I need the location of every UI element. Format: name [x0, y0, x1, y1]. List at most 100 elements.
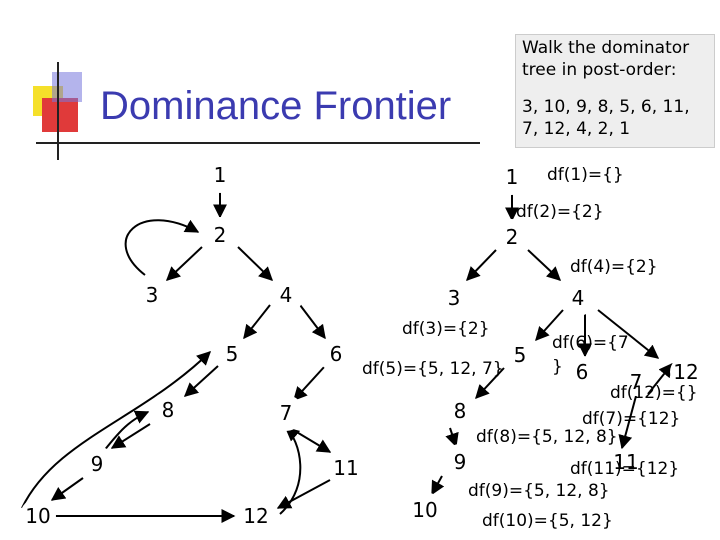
- df-label-1: df(1)={}: [547, 165, 624, 185]
- cfg-edge-10-5: [21, 351, 212, 509]
- svg-text:2: 2: [506, 225, 519, 249]
- dom-node-1: 1: [494, 159, 530, 195]
- df-label-2: df(2)={2}: [516, 202, 604, 222]
- svg-text:1: 1: [214, 163, 227, 187]
- dom-edge-9-10: [431, 475, 445, 496]
- dom-node-4: 4: [560, 280, 596, 316]
- svg-text:6: 6: [576, 360, 589, 384]
- note-line-1: Walk the dominator: [522, 38, 689, 58]
- dom-node-9: 9: [442, 444, 478, 480]
- dom-node-5: 5: [502, 337, 538, 373]
- cfg-nodes: 1 2 3 4 5 6 7 8 9 10 11 12: [20, 157, 364, 534]
- svg-text:11: 11: [333, 456, 358, 480]
- dom-node-12: 12: [670, 356, 702, 388]
- svg-text:4: 4: [280, 283, 293, 307]
- df-label-7: df(7)={12}: [582, 409, 680, 429]
- dom-edge-8-9: [445, 427, 459, 448]
- cfg-edge-9-10: [50, 477, 84, 501]
- svg-text:9: 9: [454, 450, 467, 474]
- dom-tree-nodes: 1 2 3 4 5 6 7 8 9 10 11 12: [407, 159, 702, 528]
- cfg-edges: [21, 192, 332, 523]
- cfg-edge-3-2: [124, 219, 200, 276]
- cfg-node-1: 1: [202, 157, 238, 193]
- df-label-6: df(6)={7: [552, 333, 629, 353]
- dom-edge-7-12: [647, 362, 673, 395]
- cfg-node-4: 4: [268, 277, 304, 313]
- note-line-2: tree in post-order:: [522, 60, 676, 80]
- svg-text:11: 11: [613, 450, 638, 474]
- df-label-5: df(5)={5, 12, 7}: [362, 359, 504, 379]
- dom-node-10: 10: [407, 492, 443, 528]
- svg-text:12: 12: [243, 504, 268, 528]
- cfg-node-11: 11: [328, 450, 364, 486]
- cfg-node-12: 12: [238, 498, 274, 534]
- svg-text:10: 10: [25, 504, 50, 528]
- dom-node-3: 3: [436, 280, 472, 316]
- svg-text:3: 3: [448, 286, 461, 310]
- dom-node-6: 6: [566, 356, 598, 388]
- svg-text:1: 1: [506, 165, 519, 189]
- dom-edge-5-8: [475, 367, 505, 400]
- title-decoration: [33, 62, 480, 160]
- dom-edge-4-7: [597, 309, 660, 359]
- note-line-4: 7, 12, 4, 2, 1: [522, 119, 630, 139]
- dom-edge-7-11: [618, 395, 637, 450]
- cfg-edge-12-7: [279, 427, 302, 515]
- cfg-node-5: 5: [214, 336, 250, 372]
- cfg-node-7: 7: [268, 395, 304, 431]
- svg-text:2: 2: [214, 223, 227, 247]
- cfg-node-9: 9: [79, 446, 115, 482]
- df-label-4: df(4)={2}: [570, 257, 658, 277]
- svg-text:4: 4: [572, 286, 585, 310]
- svg-text:3: 3: [146, 283, 159, 307]
- cfg-edge-2-3: [165, 246, 203, 281]
- df-label-3: df(3)={2}: [402, 319, 490, 339]
- svg-text:10: 10: [412, 498, 437, 522]
- dom-node-7: 7: [622, 368, 650, 396]
- df-label-8: df(8)={5, 12, 8}: [476, 427, 618, 447]
- cfg-node-3: 3: [134, 277, 170, 313]
- dom-node-8: 8: [442, 393, 478, 429]
- cfg-node-2: 2: [202, 217, 238, 253]
- svg-text:12: 12: [673, 360, 698, 384]
- cfg-edge-4-6: [299, 304, 326, 340]
- svg-text:7: 7: [280, 401, 293, 425]
- dom-edge-2-4: [527, 249, 562, 281]
- dom-edge-4-5: [535, 309, 564, 342]
- cfg-edge-2-4: [237, 246, 274, 281]
- df-label-10: df(10)={5, 12}: [482, 511, 613, 531]
- svg-text:8: 8: [454, 399, 467, 423]
- svg-text:5: 5: [514, 343, 527, 367]
- df-label-11: df(11)={12}: [570, 459, 679, 479]
- cfg-edge-8-9: [110, 423, 151, 449]
- post-order-note-box: [515, 34, 715, 148]
- dom-tree-edges: [431, 194, 673, 496]
- svg-text:6: 6: [330, 342, 343, 366]
- dom-node-11: 11: [612, 448, 640, 476]
- deco-red-square: [42, 98, 78, 132]
- df-label-12: df(12)={}: [610, 383, 698, 403]
- cfg-edge-6-7: [293, 365, 326, 402]
- note-line-3: 3, 10, 9, 8, 5, 6, 11,: [522, 97, 690, 117]
- cfg-edge-4-5: [243, 304, 271, 340]
- post-order-note: Walk the dominator tree in post-order: 3…: [522, 38, 690, 139]
- df-label-9: df(9)={5, 12, 8}: [468, 481, 610, 501]
- cfg-node-6: 6: [318, 336, 354, 372]
- page-title: Dominance Frontier: [100, 84, 451, 128]
- cfg-edge-11-12: [276, 479, 331, 509]
- cfg-edge-5-8: [183, 365, 219, 397]
- df-labels: df(1)={} df(2)={2} df(4)={2} df(3)={2} d…: [362, 165, 698, 531]
- svg-text:9: 9: [91, 452, 104, 476]
- cfg-node-8: 8: [150, 392, 186, 428]
- dom-node-2: 2: [494, 219, 530, 255]
- deco-blue-square: [52, 72, 82, 102]
- svg-text:8: 8: [162, 398, 175, 422]
- svg-text:5: 5: [226, 342, 239, 366]
- cfg-edge-7-11: [289, 427, 332, 453]
- cfg-node-10: 10: [20, 498, 56, 534]
- dom-edge-2-3: [466, 249, 497, 282]
- svg-text:7: 7: [630, 370, 643, 394]
- df-label-6-tail: }: [552, 357, 563, 377]
